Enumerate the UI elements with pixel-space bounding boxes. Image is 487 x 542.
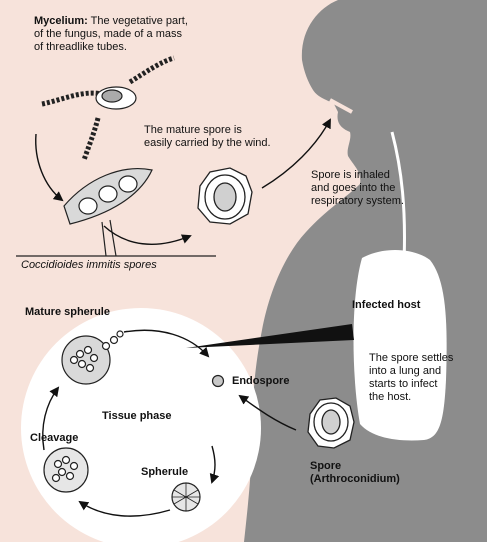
mycelium-term: Mycelium: (34, 15, 88, 27)
inhaled-caption-line-3: respiratory system. (311, 195, 404, 208)
mature-spore-caption-line-2: easily carried by the wind. (144, 137, 271, 150)
settles-caption-line-3: starts to infect (369, 378, 437, 391)
cleavage-label: Cleavage (30, 432, 78, 445)
mycelium-definition-line-1: The vegetative part, (88, 15, 188, 27)
species-label: Coccidioides immitis spores (21, 259, 157, 272)
infected-host-label: Infected host (352, 299, 420, 312)
endospore-icon (213, 376, 224, 387)
endospore-label: Endospore (232, 375, 289, 388)
settles-caption-line-2: into a lung and (369, 365, 441, 378)
lung-icon (354, 250, 447, 441)
spherule-label: Spherule (141, 466, 188, 479)
mature-spherule-label: Mature spherule (25, 306, 110, 319)
settles-caption-line-4: the host. (369, 391, 411, 404)
mature-spore-caption-line-1: The mature spore is (144, 124, 242, 137)
inhaled-caption-line-2: and goes into the (311, 182, 395, 195)
spore-label-line-2: (Arthroconidium) (310, 473, 400, 486)
cleavage-icon (44, 448, 88, 492)
spherule-icon (172, 483, 200, 511)
tissue-phase-label: Tissue phase (102, 410, 172, 423)
settles-caption-line-1: The spore settles (369, 352, 453, 365)
mycelium-label: Mycelium: The vegetative part, (34, 15, 188, 28)
inhaled-caption-line-1: Spore is inhaled (311, 169, 390, 182)
mycelium-definition-line-3: of threadlike tubes. (34, 41, 127, 54)
spore-label-line-1: Spore (310, 460, 341, 473)
mycelium-definition-line-2: of the fungus, made of a mass (34, 28, 182, 41)
airborne-spore-icon (198, 168, 252, 224)
